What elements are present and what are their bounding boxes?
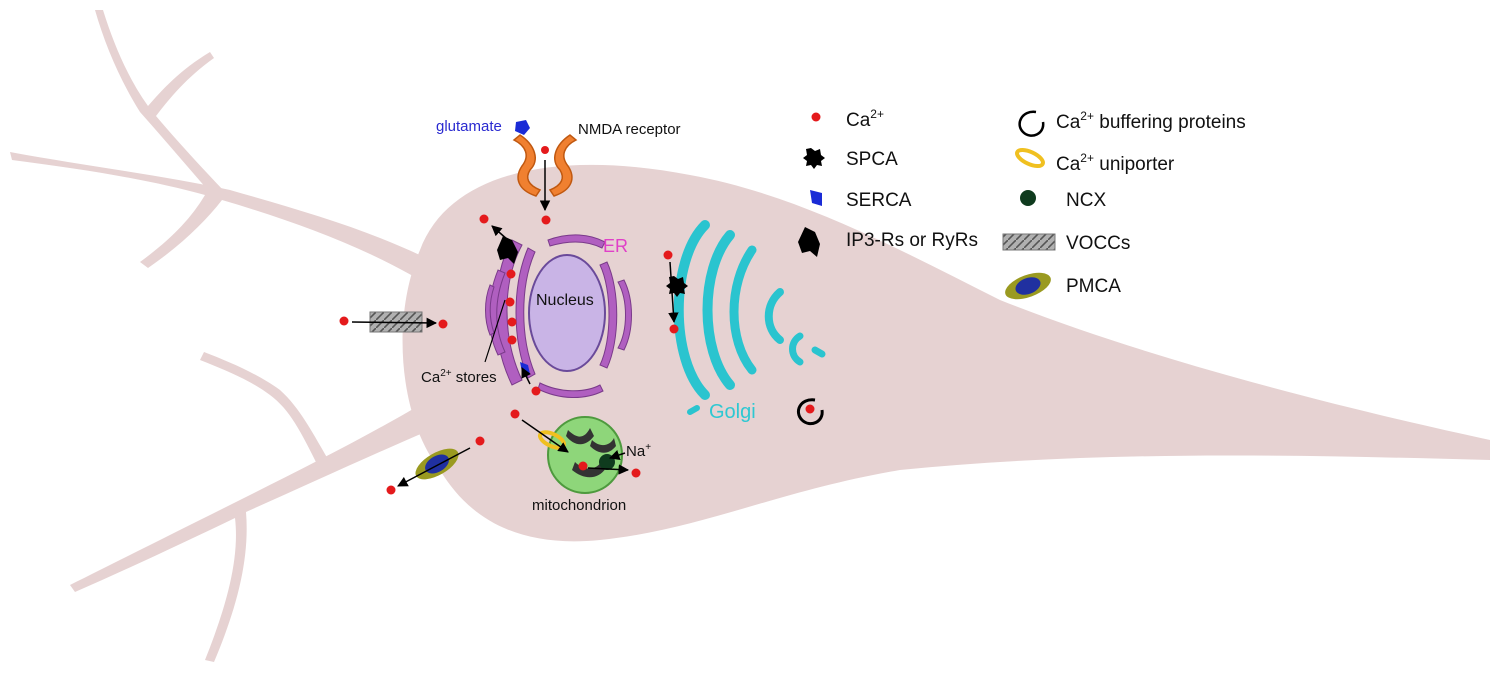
uniporter-uptake-arrow: [521, 419, 569, 453]
calcium-ion: [663, 250, 673, 260]
legend-item-vocc: VOCCs: [1066, 233, 1130, 254]
calcium-ion: [475, 436, 485, 446]
cell-body: [402, 164, 1491, 542]
vocc-icon: [1002, 233, 1056, 251]
uniporter-icon: [1015, 147, 1045, 169]
calcium-release-arrow: [491, 225, 509, 241]
golgi-apparatus: [673, 220, 826, 415]
glutamate-label: glutamate: [436, 118, 502, 135]
calcium-ion: [541, 146, 549, 154]
mitochondrion-label: mitochondrion: [532, 497, 626, 514]
endoplasmic-reticulum: [485, 234, 632, 398]
calcium-ion: [531, 386, 541, 396]
legend: Ca2+ SPCA SERCA IP3-Rs or RyRs Ca2+ buff…: [798, 107, 1246, 300]
vocc-influx-arrow: [351, 317, 438, 329]
dendrite-lower: [70, 405, 430, 662]
buffering-protein-icon: [1018, 110, 1045, 137]
legend-item-spca: SPCA: [846, 149, 898, 170]
sodium-label: Na+: [626, 442, 651, 460]
calcium-ion: [541, 215, 551, 225]
pmca-efflux-arrow: [397, 447, 471, 487]
legend-item-uniporter: Ca2+ uniporter: [1056, 151, 1175, 175]
neuron-cell: [10, 10, 1491, 662]
calcium-ion: [479, 214, 489, 224]
mitochondrion: [547, 416, 623, 494]
ca-stores-label: Ca2+ stores: [421, 368, 497, 386]
spca-icon: [803, 148, 825, 169]
ca-stores-pointer: [484, 299, 506, 363]
dendrite-lower-branch: [200, 352, 332, 470]
calcium-ion: [578, 461, 588, 471]
pmca-icon: [1005, 272, 1051, 300]
calcium-ion: [507, 317, 517, 327]
nucleus: [528, 254, 606, 372]
calcium-ion: [505, 297, 515, 307]
calcium-ion: [669, 324, 679, 334]
ip3r-ryr-channel: [497, 236, 518, 264]
calcium-ion: [631, 468, 641, 478]
legend-item-ip3r-ryr: IP3-Rs or RyRs: [846, 230, 978, 251]
buffering-protein: [797, 398, 824, 426]
calcium-uptake-arrow: [521, 367, 531, 385]
legend-item-ncx: NCX: [1066, 190, 1106, 211]
calcium-ion: [339, 316, 349, 326]
legend-item-buffering-proteins: Ca2+ buffering proteins: [1056, 109, 1246, 133]
calcium-dot-icon: [811, 112, 821, 122]
calcium-ion: [506, 269, 516, 279]
calcium-ion: [510, 409, 520, 419]
glutamate-icon: [515, 120, 530, 135]
serca-icon: [810, 190, 822, 206]
legend-item-calcium: Ca2+: [846, 107, 884, 131]
spca-uptake-arrow: [668, 261, 679, 324]
ncx-efflux-arrow: [587, 464, 630, 475]
calcium-ion: [438, 319, 448, 329]
calcium-ion: [386, 485, 396, 495]
golgi-label: Golgi: [709, 401, 756, 423]
legend-item-serca: SERCA: [846, 190, 912, 211]
nucleus-label: Nucleus: [536, 292, 594, 309]
dendrite-top-branch: [95, 10, 225, 198]
calcium-ion: [507, 335, 517, 345]
ip3r-ryr-icon: [798, 227, 820, 257]
ncx-icon: [1020, 190, 1036, 206]
er-label: ER: [603, 236, 628, 256]
dendrite-upper: [10, 152, 430, 280]
nmda-receptor: [512, 134, 578, 197]
nmda-receptor-label: NMDA receptor: [578, 121, 681, 138]
sodium-influx-arrow: [609, 450, 626, 460]
legend-item-pmca: PMCA: [1066, 276, 1121, 297]
